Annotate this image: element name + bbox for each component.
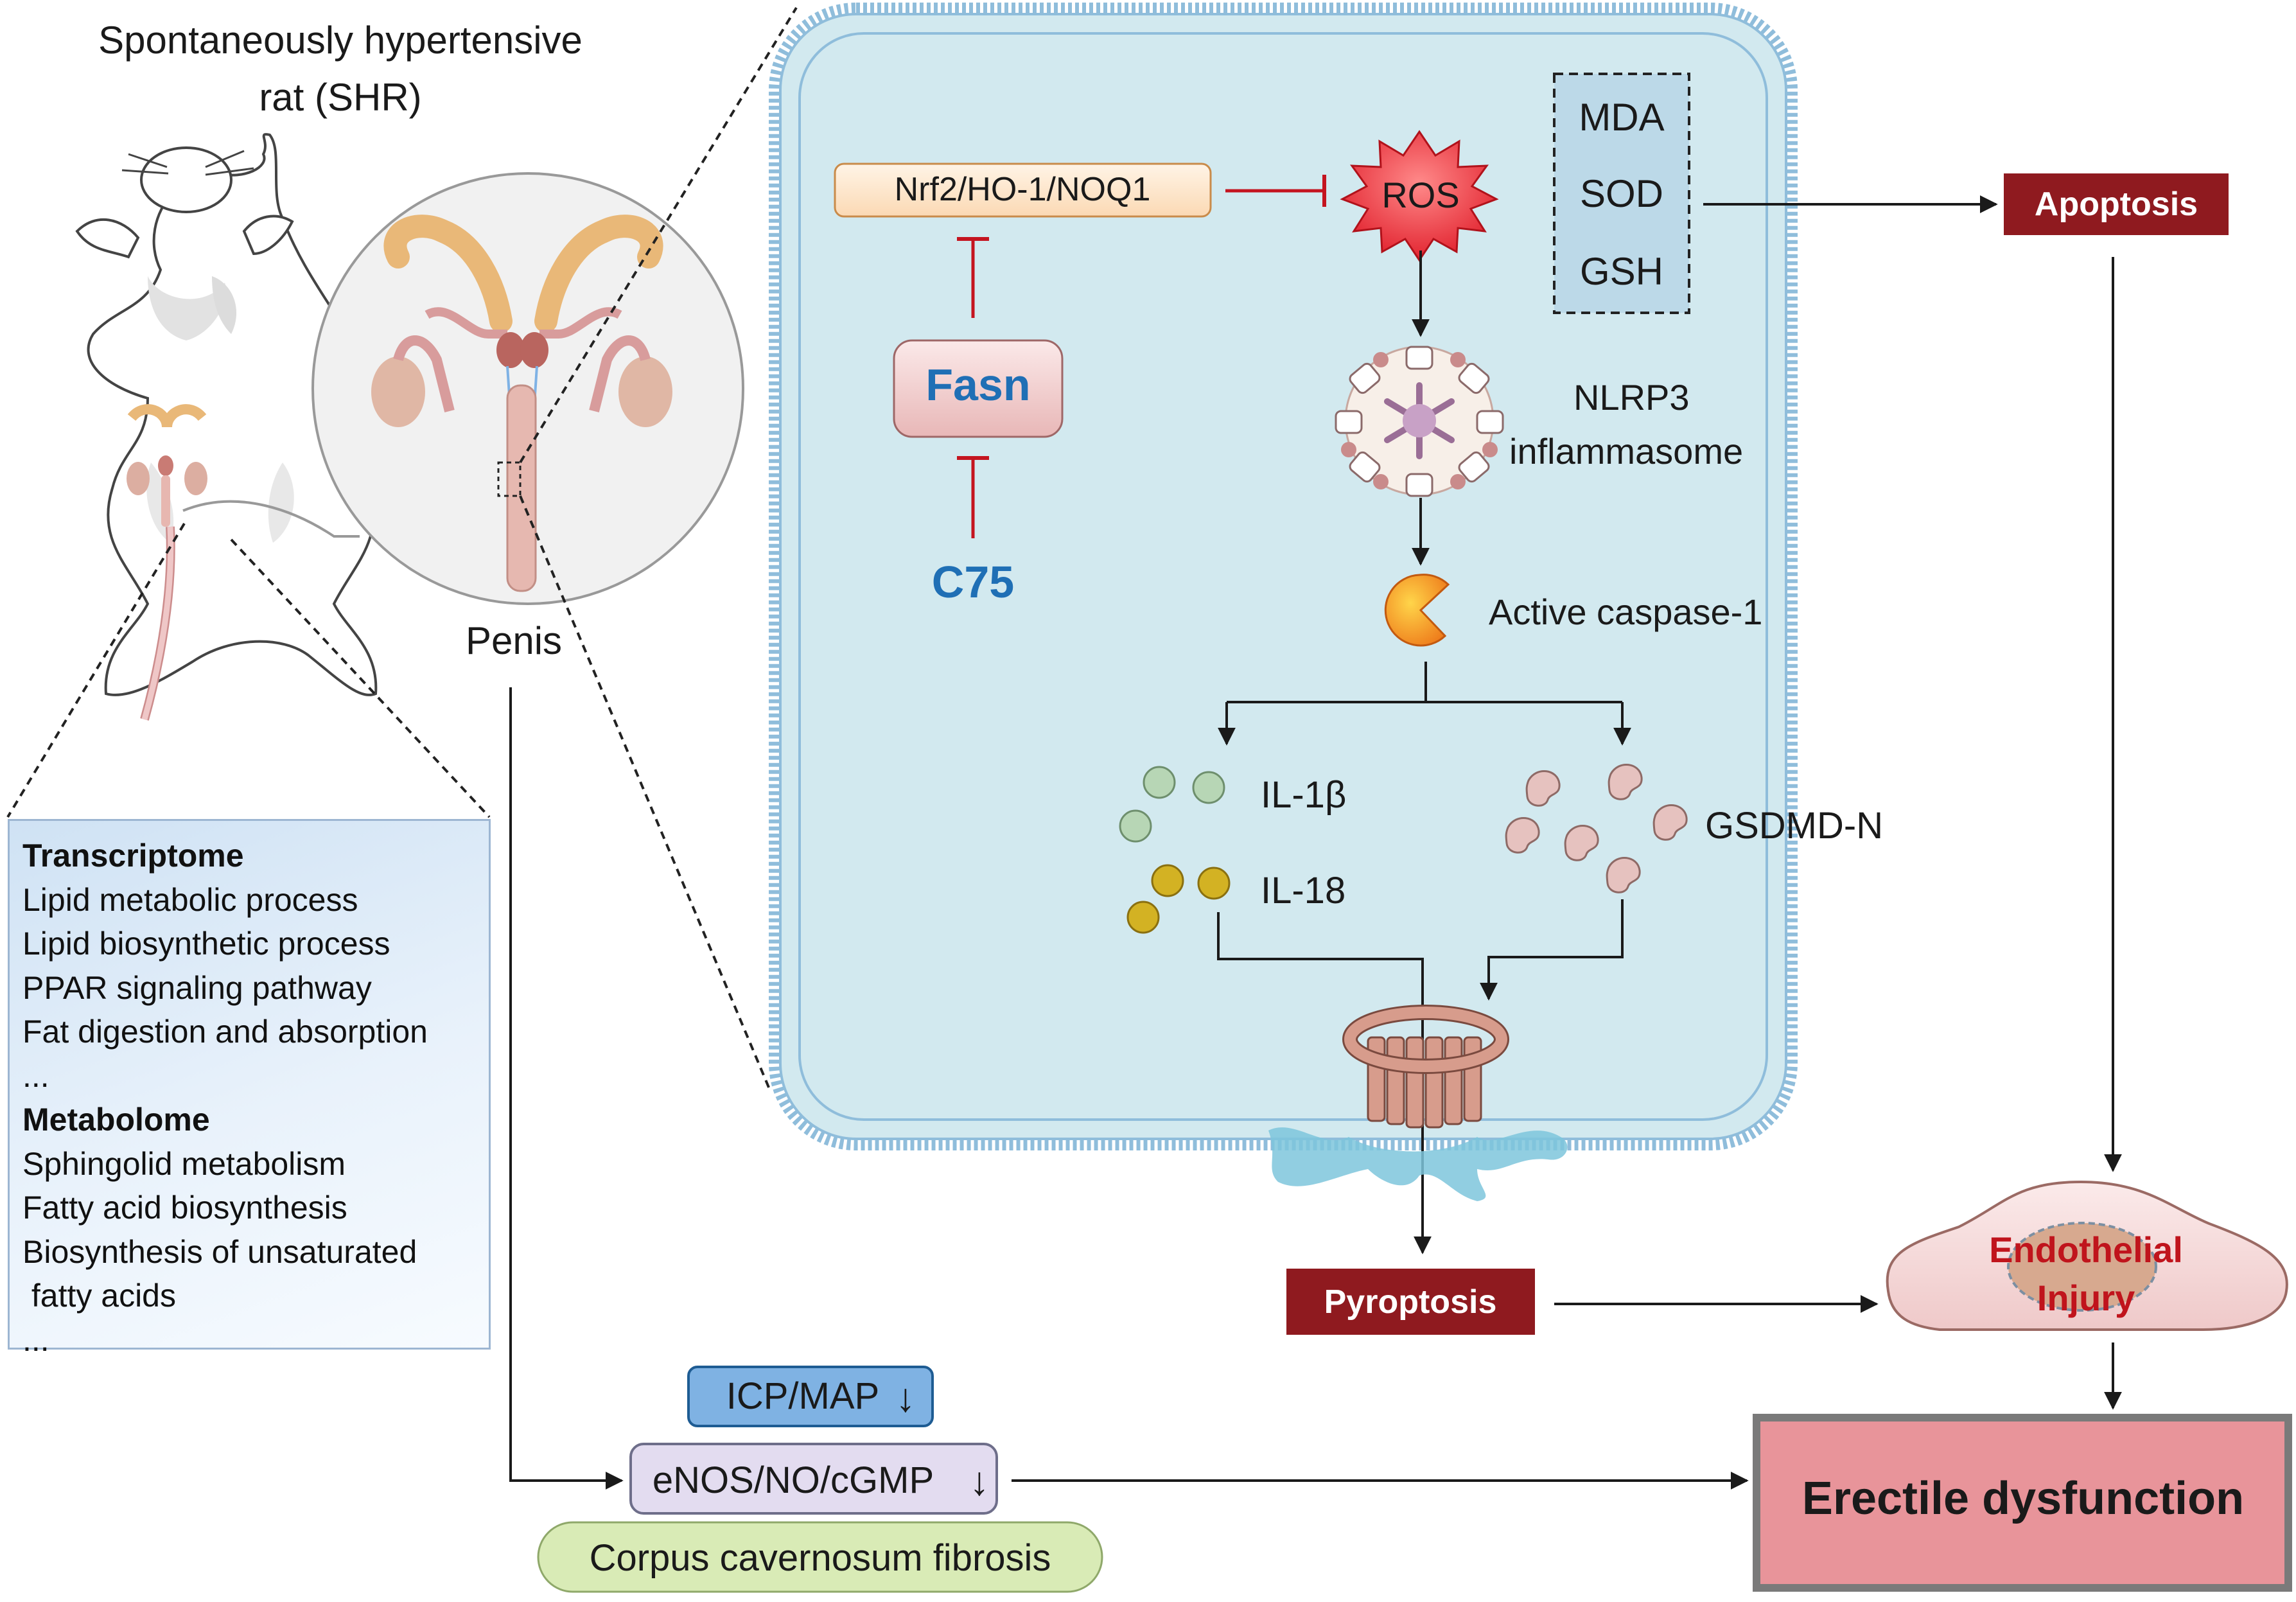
transcriptome-item: Fat digestion and absorption xyxy=(22,1014,428,1050)
nlrp3-label-line2: inflammasome xyxy=(1509,431,1743,471)
erectile-dysfunction-label: Erectile dysfunction xyxy=(1802,1473,2244,1524)
penis-label: Penis xyxy=(466,619,562,662)
apoptosis-label: Apoptosis xyxy=(2035,186,2198,223)
penis-illustration xyxy=(371,215,672,592)
erectile-dysfunction-box xyxy=(1753,1414,2292,1592)
metabolome-item: Sphingolid metabolism xyxy=(22,1145,346,1182)
icp-map-label: ICP/MAP xyxy=(726,1375,880,1417)
pyroptosis-box xyxy=(1286,1269,1535,1335)
il1b-label: IL-1β xyxy=(1261,774,1346,816)
transcriptome-heading: Transcriptome xyxy=(22,838,244,874)
zoom-region-box xyxy=(497,461,521,497)
enos-down-arrow: ↓ xyxy=(970,1459,990,1504)
metabolome-item: fatty acids xyxy=(22,1278,176,1314)
fibrosis-box xyxy=(537,1521,1103,1593)
il18-particles xyxy=(1126,864,1231,934)
cell xyxy=(769,3,1798,1150)
metabolome-item: Fatty acid biosynthesis xyxy=(22,1190,347,1226)
rat-illustration xyxy=(75,133,378,721)
nlrp3-inflammasome-icon xyxy=(1335,346,1504,497)
pyroptosis-label: Pyroptosis xyxy=(1324,1283,1497,1321)
fibrosis-label: Corpus cavernosum fibrosis xyxy=(590,1537,1051,1579)
marker-gsh: GSH xyxy=(1580,250,1663,293)
marker-sod: SOD xyxy=(1580,172,1663,215)
gasdermin-pore-icon xyxy=(1268,1005,1568,1201)
metabolome-heading: Metabolome xyxy=(22,1102,210,1138)
rat-title-line1: Spontaneously hypertensive xyxy=(98,19,583,62)
gsdmd-label: GSDMD-N xyxy=(1705,805,1883,847)
endothelial-label-line2: Injury xyxy=(2037,1278,2135,1318)
icp-map-box xyxy=(687,1366,934,1427)
penis-to-enos-arrow xyxy=(509,687,624,1490)
endothelial-label-line1: Endothelial xyxy=(1989,1229,2183,1270)
transcriptome-item: ... xyxy=(22,1057,49,1094)
oxidative-markers-box xyxy=(1553,73,1690,314)
zoom-lines xyxy=(6,6,798,1093)
rat-title-line2: rat (SHR) xyxy=(259,76,421,119)
nlrp3-label-line1: NLRP3 xyxy=(1573,377,1690,418)
metabolome-item: Biosynthesis of unsaturated xyxy=(22,1233,417,1270)
marker-mda: MDA xyxy=(1579,96,1664,139)
apoptosis-box xyxy=(2004,173,2229,235)
c75-label: C75 xyxy=(932,557,1014,607)
transcriptome-item: Lipid metabolic process xyxy=(22,881,358,918)
il18-label: IL-18 xyxy=(1261,870,1345,911)
caspase-pacman-icon xyxy=(1384,574,1450,647)
caspase-branch-arrows xyxy=(1218,662,1631,746)
nrf2-label: Nrf2/HO-1/NOQ1 xyxy=(895,171,1151,208)
nrf2-box xyxy=(834,163,1212,218)
omics-panel: Transcriptome Lipid metabolic process Li… xyxy=(8,819,491,1358)
metabolome-item: ... xyxy=(22,1321,49,1358)
transcriptome-item: PPAR signaling pathway xyxy=(22,969,372,1006)
fasn-box xyxy=(893,339,1064,438)
ros-label: ROS xyxy=(1381,175,1459,215)
il1b-particles xyxy=(1119,766,1225,843)
enos-box xyxy=(629,1443,998,1515)
caspase-label: Active caspase-1 xyxy=(1489,592,1762,632)
fasn-label: Fasn xyxy=(925,360,1030,410)
gsdmd-particles xyxy=(1505,764,1688,893)
magnifier-connector xyxy=(182,500,360,538)
enos-label: eNOS/NO/cGMP xyxy=(653,1459,934,1501)
icp-map-down-arrow: ↓ xyxy=(896,1376,916,1420)
transcriptome-item: Lipid biosynthetic process xyxy=(22,926,390,962)
rat-reproductive-organ-mini xyxy=(127,404,207,527)
